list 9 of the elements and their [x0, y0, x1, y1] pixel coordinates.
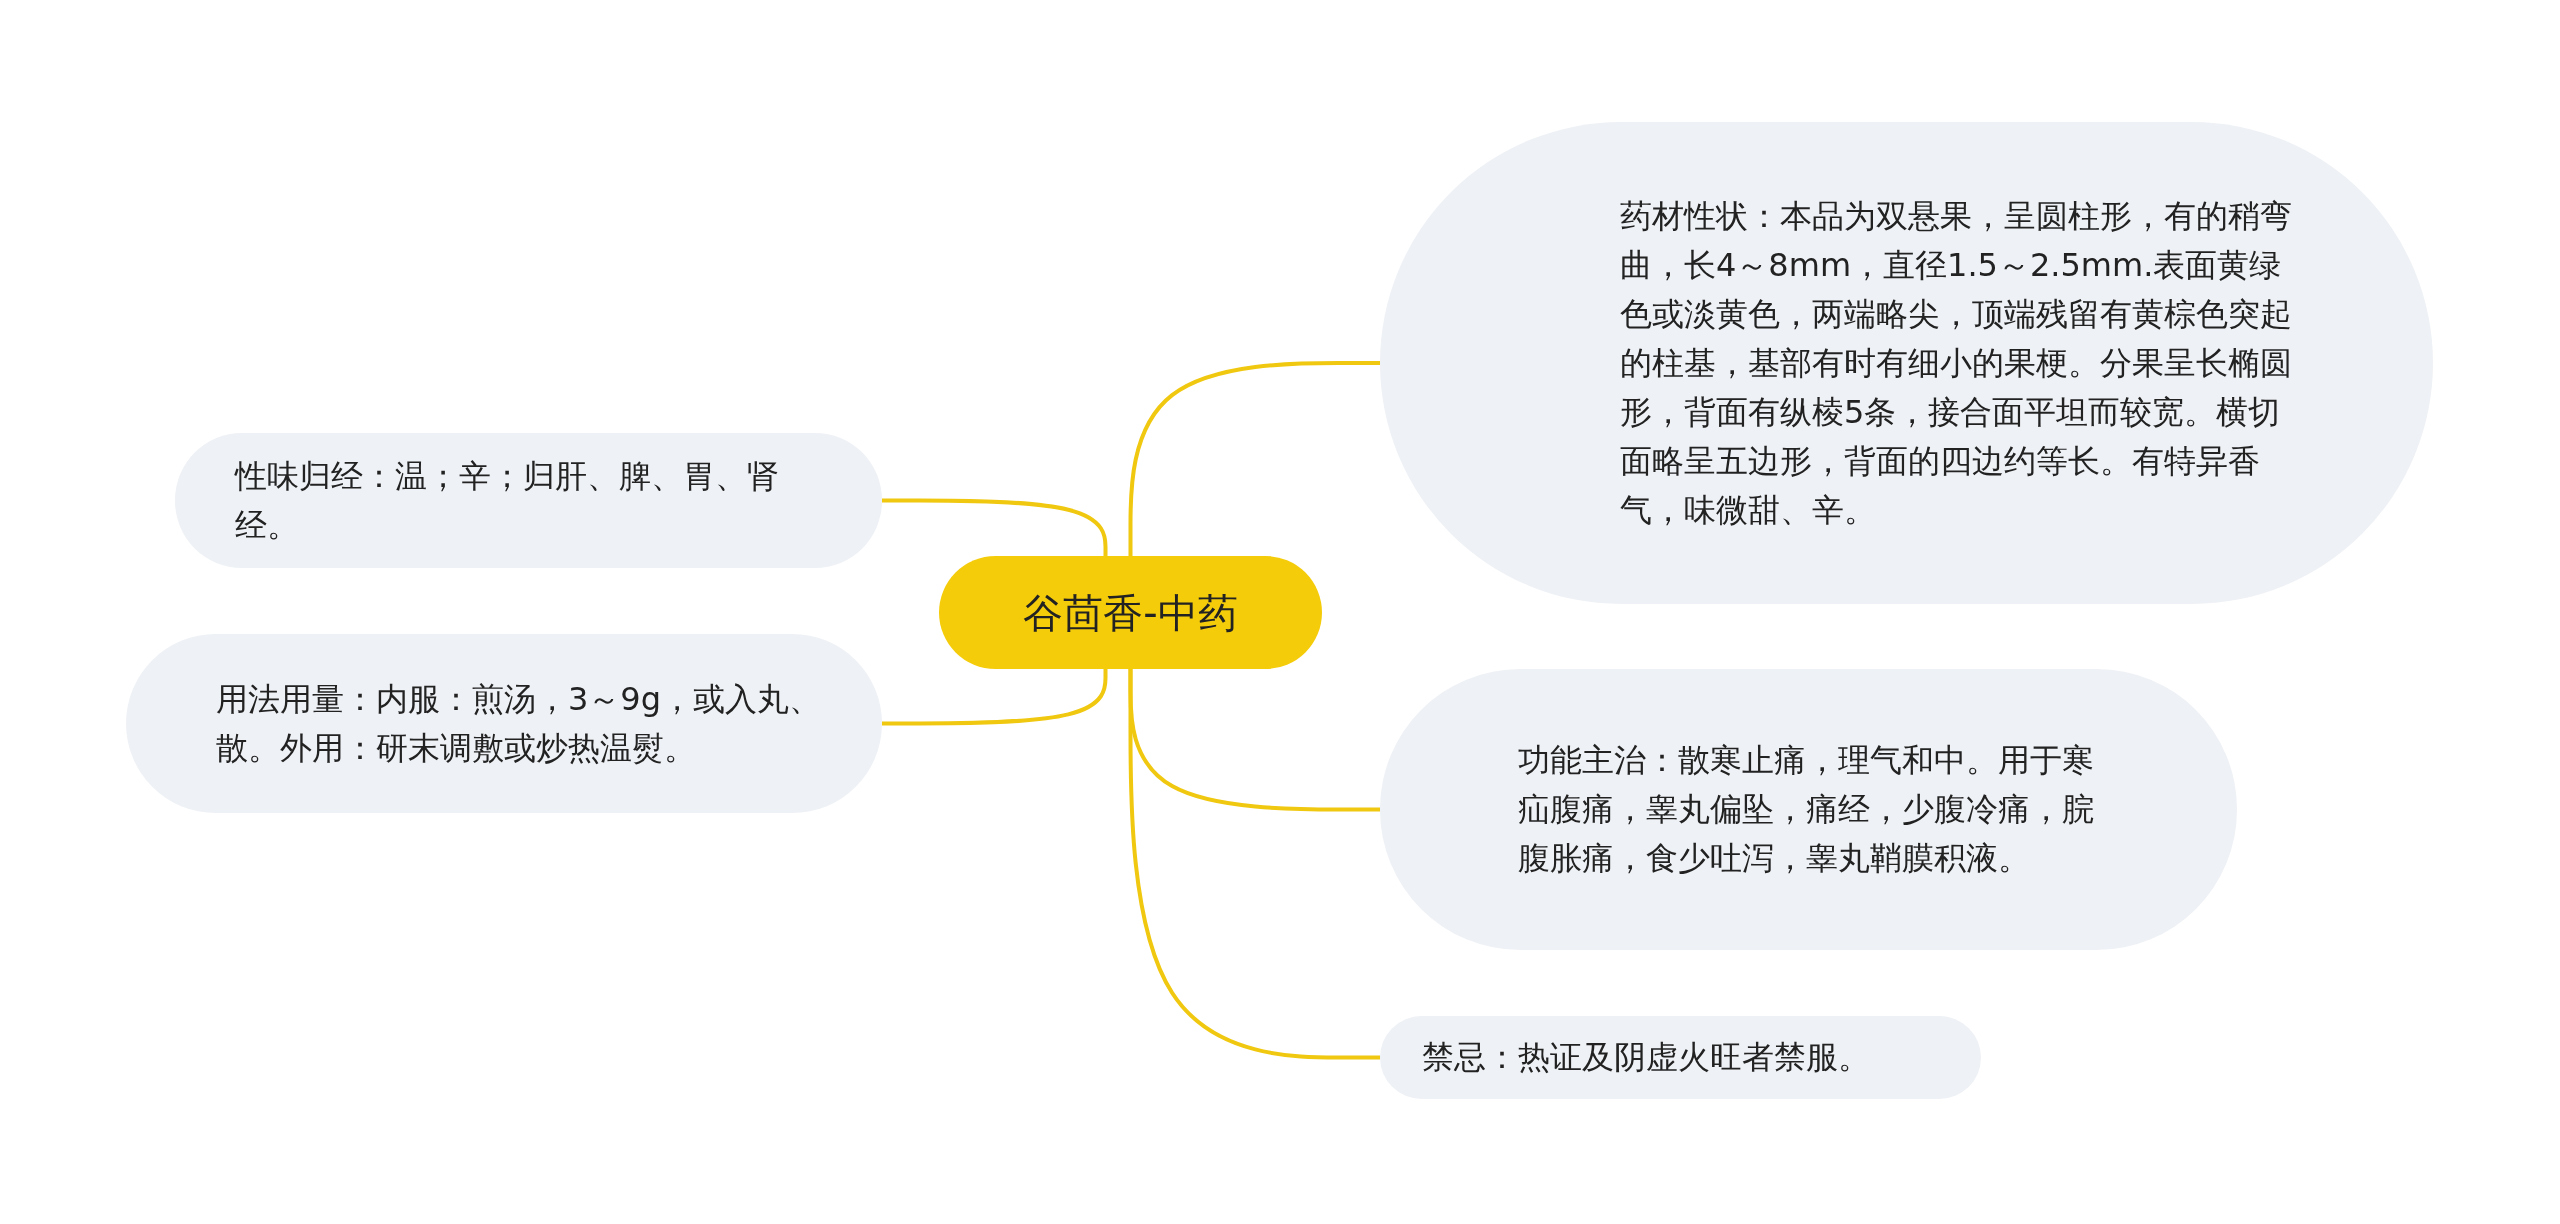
branch-line [1128, 361, 1380, 556]
topic-text: 药材性状：本品为双悬果，呈圆柱形，有的稍弯曲，长4～8mm，直径1.5～2.5mm.表面黄绿色或淡黄色，两端略尖，顶端残留有黄棕色突起的柱基，基部有时有细小的果梗。分果呈长椭圆形，背面有纵棱5条，接合面平坦而较宽。横切面略呈五边形，背面的四边约等长。有特异香气，味微甜、辛。 [1620, 195, 2293, 531]
topic-text: 功能主治：散寒止痛，理气和中。用于寒疝腹痛，睾丸偏坠，痛经，少腹冷痛，脘腹胀痛，食少吐泻，睾丸鞘膜积液。 [1518, 740, 2095, 879]
branch-line [882, 669, 1108, 726]
topic-text: 用法用量：内服：煎汤，3～9g，或入丸、散。外用：研末调敷或炒热温熨。 [216, 678, 823, 769]
topic-text: 谷茴香-中药 [1023, 588, 1238, 638]
branch-line [882, 498, 1108, 556]
topic-text: 禁忌：热证及阴虚火旺者禁服。 [1422, 1037, 1870, 1078]
topic-text: 性味归经：温；辛；归肝、脾、胃、肾经。 [235, 455, 780, 546]
